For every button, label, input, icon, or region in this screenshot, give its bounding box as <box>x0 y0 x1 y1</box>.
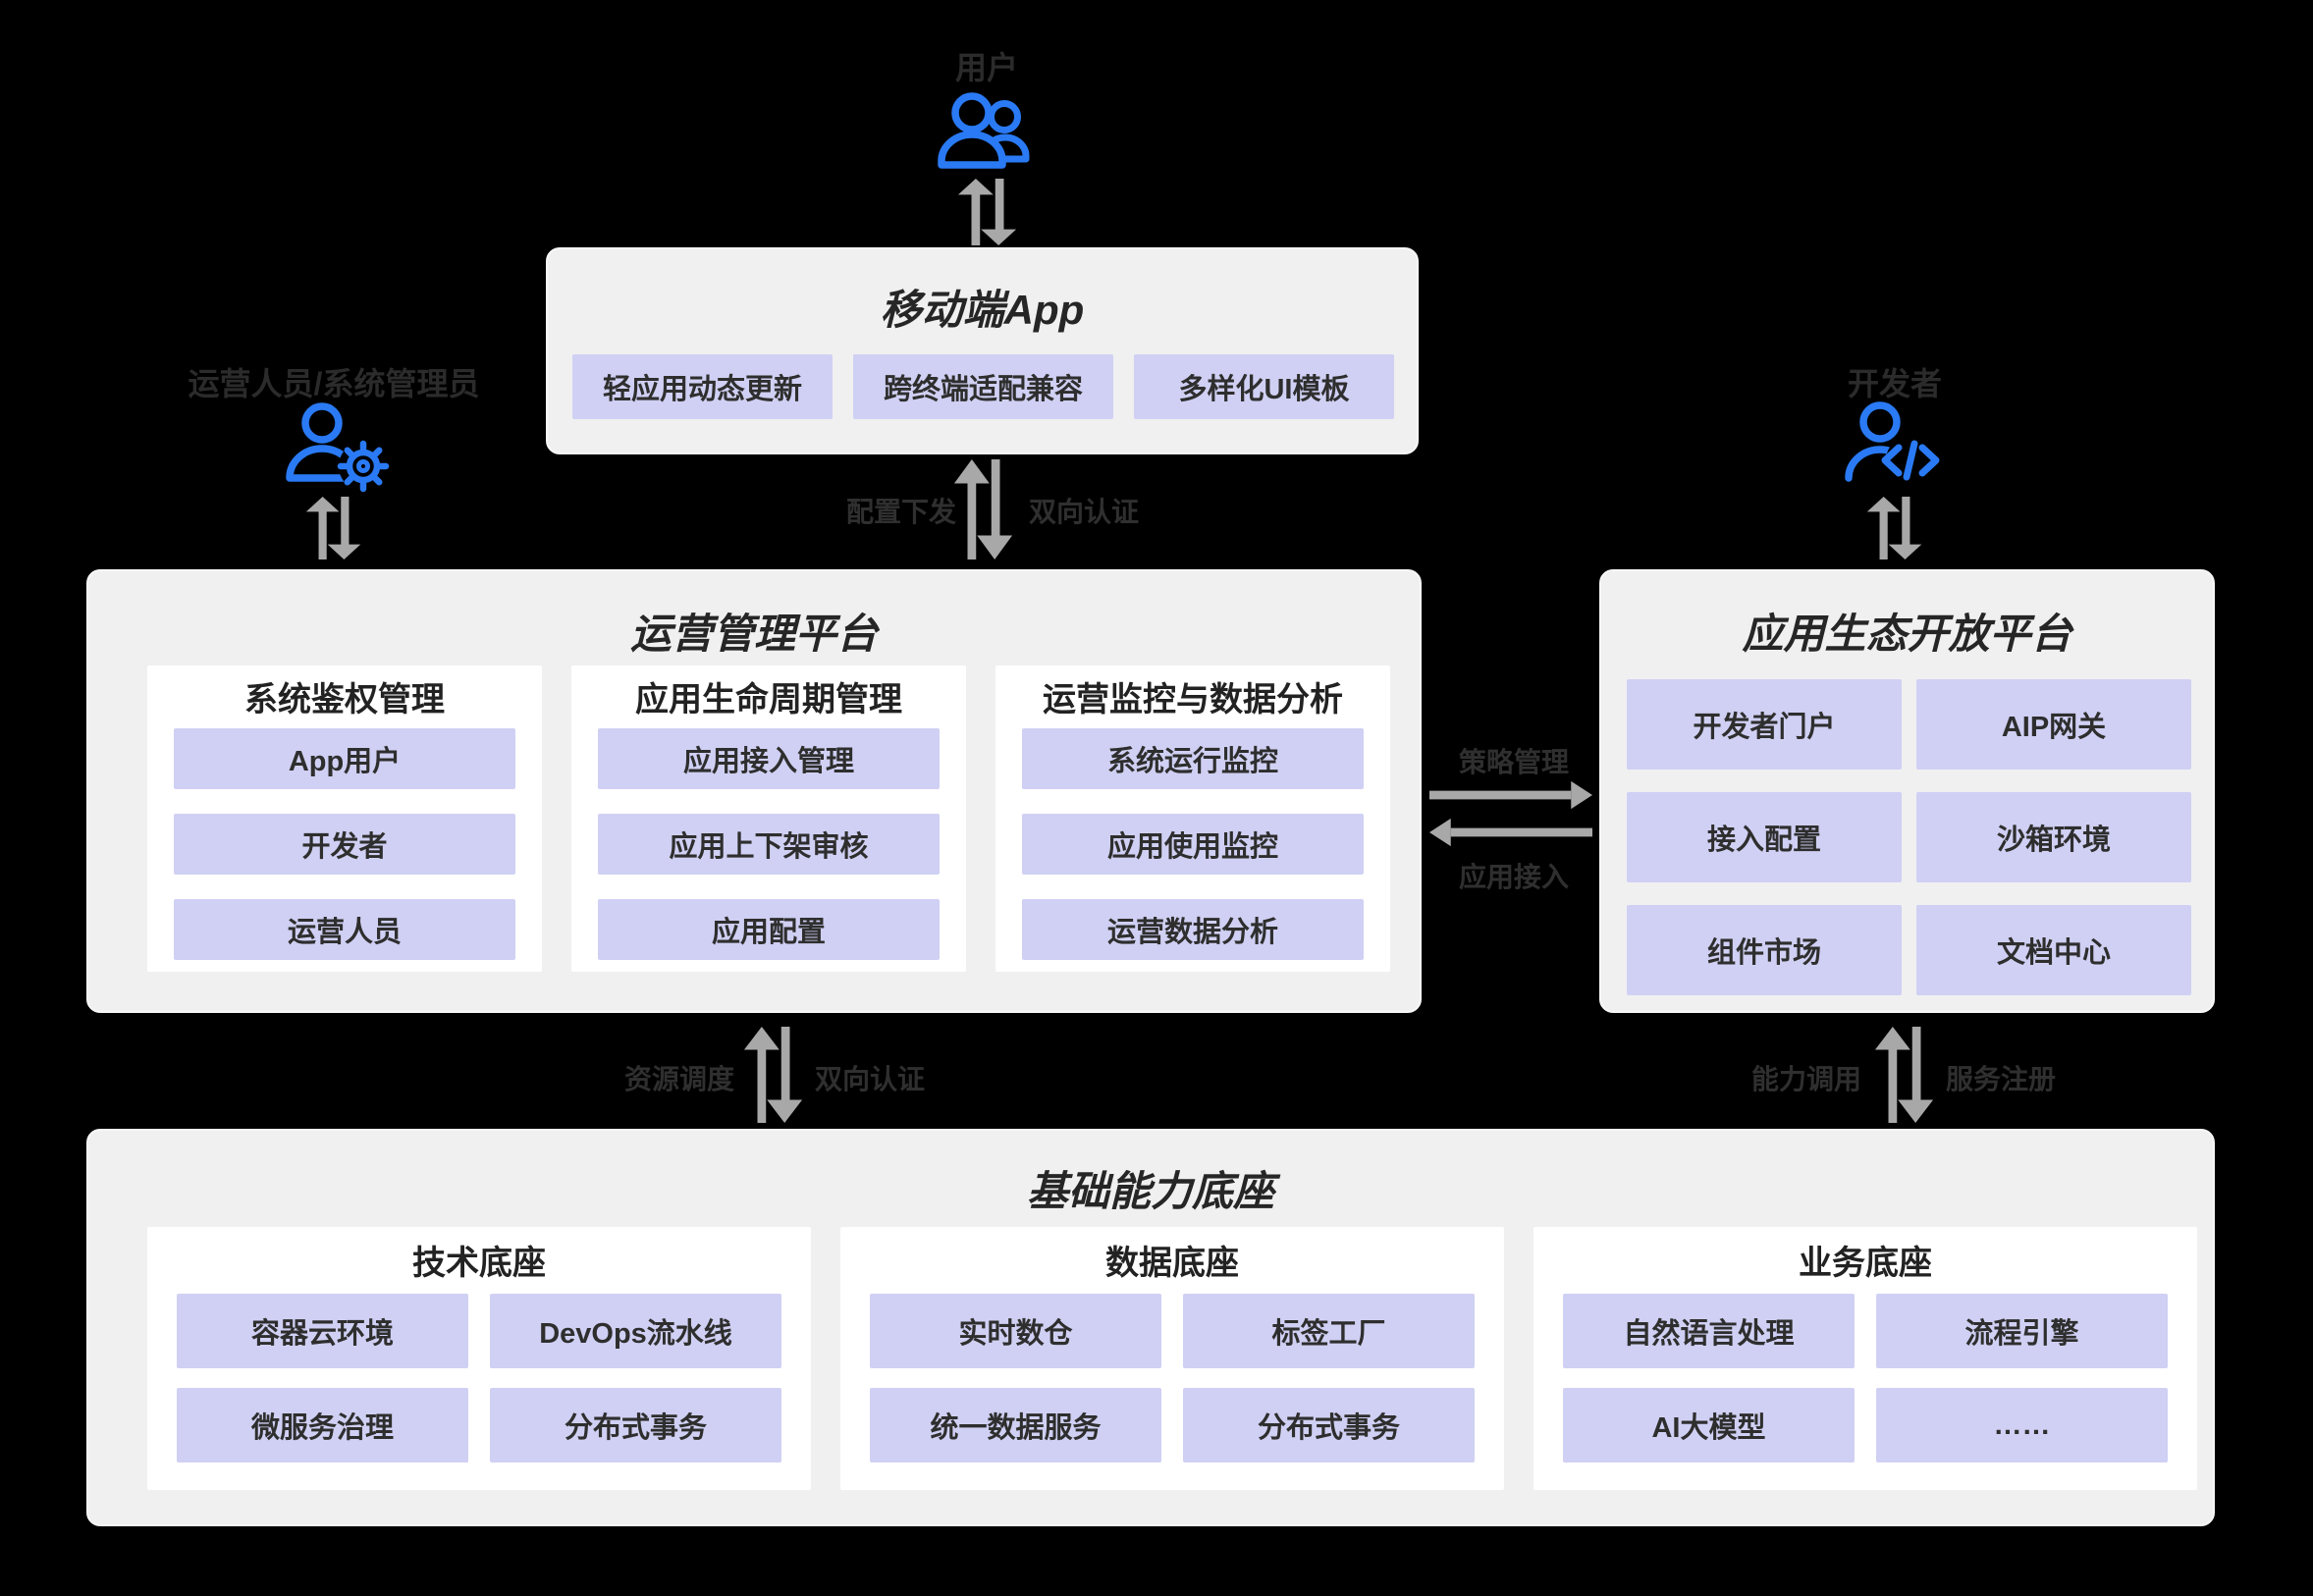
eco-chip: 文档中心 <box>1916 905 2191 995</box>
ops-chip: 开发者 <box>174 814 515 875</box>
app-access-label: 应用接入 <box>1458 862 1570 892</box>
eco-chip: 组件市场 <box>1627 905 1902 995</box>
operator-ops-arrows-icon <box>304 497 363 559</box>
ops-platform-title: 运营管理平台 <box>629 611 878 657</box>
ops-card-title: 应用生命周期管理 <box>635 680 902 718</box>
base-platform-title: 基础能力底座 <box>1026 1168 1274 1214</box>
base-card-title: 技术底座 <box>412 1244 546 1282</box>
ops-card-title: 运营监控与数据分析 <box>1043 680 1343 718</box>
ops-chip: 系统运行监控 <box>1022 728 1364 789</box>
eco-base-arrows-icon <box>1873 1027 1936 1123</box>
base-card-data: 数据底座 实时数仓 标签工厂 统一数据服务 分布式事务 <box>840 1227 1504 1490</box>
base-chip: 实时数仓 <box>870 1294 1161 1368</box>
base-chip: AI大模型 <box>1563 1388 1855 1463</box>
policy-mgmt-label: 策略管理 <box>1458 747 1570 777</box>
ops-card-auth: 系统鉴权管理 App用户 开发者 运营人员 <box>147 665 542 972</box>
operator-actor-label: 运营人员/系统管理员 <box>188 366 480 401</box>
base-card-title: 数据底座 <box>1105 1244 1239 1282</box>
app-ops-arrows-icon <box>952 459 1015 559</box>
mobile-app-box: 移动端App 轻应用动态更新 跨终端适配兼容 多样化UI模板 <box>546 247 1419 454</box>
eco-chip: 沙箱环境 <box>1916 792 2191 882</box>
mutual-auth-label-bottom: 双向认证 <box>815 1064 926 1094</box>
ops-chip: 应用配置 <box>598 899 940 960</box>
base-card-title: 业务底座 <box>1799 1244 1932 1282</box>
ops-chip: 应用使用监控 <box>1022 814 1364 875</box>
capability-call-label: 能力调用 <box>1750 1064 1861 1094</box>
base-card-tech: 技术底座 容器云环境 DevOps流水线 微服务治理 分布式事务 <box>147 1227 811 1490</box>
base-chip: 容器云环境 <box>177 1294 468 1368</box>
developer-eco-arrows-icon <box>1865 497 1924 559</box>
eco-chip: 开发者门户 <box>1627 679 1902 770</box>
mobile-app-chip: 轻应用动态更新 <box>572 354 833 419</box>
base-chip: 自然语言处理 <box>1563 1294 1855 1368</box>
base-chip: 统一数据服务 <box>870 1388 1161 1463</box>
ops-chip: 应用接入管理 <box>598 728 940 789</box>
developer-code-icon <box>1838 399 1954 493</box>
resource-scheduling-label: 资源调度 <box>623 1064 734 1094</box>
eco-platform-box: 应用生态开放平台 开发者门户 AIP网关 接入配置 沙箱环境 组件市场 文档中心 <box>1599 569 2215 1013</box>
ops-base-arrows-icon <box>742 1027 805 1123</box>
users-icon <box>933 90 1043 181</box>
base-chip: 微服务治理 <box>177 1388 468 1463</box>
user-actor-label: 用户 <box>954 50 1019 85</box>
user-app-arrows-icon <box>956 179 1019 245</box>
base-chip: 分布式事务 <box>1183 1388 1475 1463</box>
base-chip: 标签工厂 <box>1183 1294 1475 1368</box>
eco-chip: AIP网关 <box>1916 679 2191 770</box>
ops-chip: 应用上下架审核 <box>598 814 940 875</box>
base-chip: 分布式事务 <box>490 1388 781 1463</box>
base-platform-box: 基础能力底座 技术底座 容器云环境 DevOps流水线 微服务治理 分布式事务 … <box>86 1129 2215 1526</box>
developer-actor-label: 开发者 <box>1847 366 1943 401</box>
mobile-app-chip: 多样化UI模板 <box>1134 354 1394 419</box>
ops-card-monitor: 运营监控与数据分析 系统运行监控 应用使用监控 运营数据分析 <box>995 665 1390 972</box>
operator-gear-icon <box>277 400 397 495</box>
base-chip: …… <box>1876 1388 2168 1463</box>
mutual-auth-label-top: 双向认证 <box>1029 497 1140 527</box>
eco-platform-title: 应用生态开放平台 <box>1742 611 2072 657</box>
ops-platform-box: 运营管理平台 系统鉴权管理 App用户 开发者 运营人员 应用生命周期管理 应用… <box>86 569 1422 1013</box>
ops-chip: App用户 <box>174 728 515 789</box>
ops-card-title: 系统鉴权管理 <box>244 680 445 718</box>
ops-chip: 运营数据分析 <box>1022 899 1364 960</box>
base-chip: DevOps流水线 <box>490 1294 781 1368</box>
ops-card-lifecycle: 应用生命周期管理 应用接入管理 应用上下架审核 应用配置 <box>571 665 966 972</box>
base-card-business: 业务底座 自然语言处理 流程引擎 AI大模型 …… <box>1533 1227 2197 1490</box>
base-chip: 流程引擎 <box>1876 1294 2168 1368</box>
eco-chip: 接入配置 <box>1627 792 1902 882</box>
ops-chip: 运营人员 <box>174 899 515 960</box>
mobile-app-title: 移动端App <box>880 287 1085 333</box>
mobile-app-chip: 跨终端适配兼容 <box>853 354 1113 419</box>
config-dispatch-label: 配置下发 <box>845 497 956 527</box>
ops-eco-arrows-icon <box>1429 777 1592 850</box>
service-register-label: 服务注册 <box>1946 1064 2057 1094</box>
